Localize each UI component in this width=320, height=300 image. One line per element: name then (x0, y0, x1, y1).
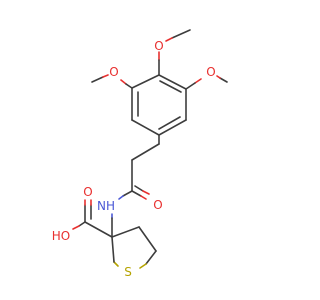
atom-o-acid: O (83, 185, 92, 199)
ring-bond-1 (158, 74, 187, 90)
bond-carbonyl-o-1 (131, 190, 142, 197)
bond-methyl-right-o (216, 75, 221, 79)
atom-o-methoxy-right: O (206, 65, 215, 79)
chemical-structure: O O O NH O O HO S (52, 29, 228, 279)
bond-carbonyl-n-b (118, 195, 124, 200)
bond-o-right-ring-c (185, 82, 196, 90)
bond-carbonyl-o-1b (140, 195, 147, 200)
thiolane-bond-2 (138, 226, 157, 252)
ring-bond-3 (158, 119, 187, 136)
bond-carbonyl-o-2 (134, 185, 144, 192)
thiolane-bond-3b (139, 263, 147, 269)
ring-bond-6 (131, 74, 160, 89)
atom-oh-acid: HO (52, 229, 70, 243)
ring-bond-4 (131, 119, 160, 136)
ring-double-2 (158, 116, 181, 130)
bond-cooh-oh-b (72, 225, 80, 230)
ring-double-1 (159, 80, 182, 93)
atom-o-methoxy-top: O (154, 39, 163, 53)
bond-methyl-left-o (102, 74, 109, 78)
atom-nh: NH (97, 199, 115, 213)
thiolane-bond-3 (145, 250, 157, 265)
atom-o-amide: O (153, 198, 162, 212)
bond-methyl-top-o (165, 37, 173, 42)
thiolane-bond-4b (111, 236, 115, 263)
bond-cooh-oh (78, 221, 86, 227)
atom-o-methoxy-left: O (109, 65, 118, 79)
bond-carbonyl-n (122, 190, 133, 197)
bond-o-left-ring (120, 79, 127, 85)
bond-methyl-left (91, 76, 104, 83)
bond-methyl-right (219, 77, 228, 83)
bond-ch2-ch2 (131, 143, 160, 161)
bond-cq-cooh (84, 221, 113, 238)
atom-s-ring: S (124, 265, 132, 279)
bond-carbonyl-o-2b (142, 190, 150, 195)
thiolane-bond-4 (113, 261, 119, 267)
bond-o-right-ring (194, 78, 202, 84)
bond-o-left-ring-c (125, 83, 133, 89)
thiolane-bond-1 (111, 226, 140, 238)
bond-methyl-top (171, 29, 191, 39)
